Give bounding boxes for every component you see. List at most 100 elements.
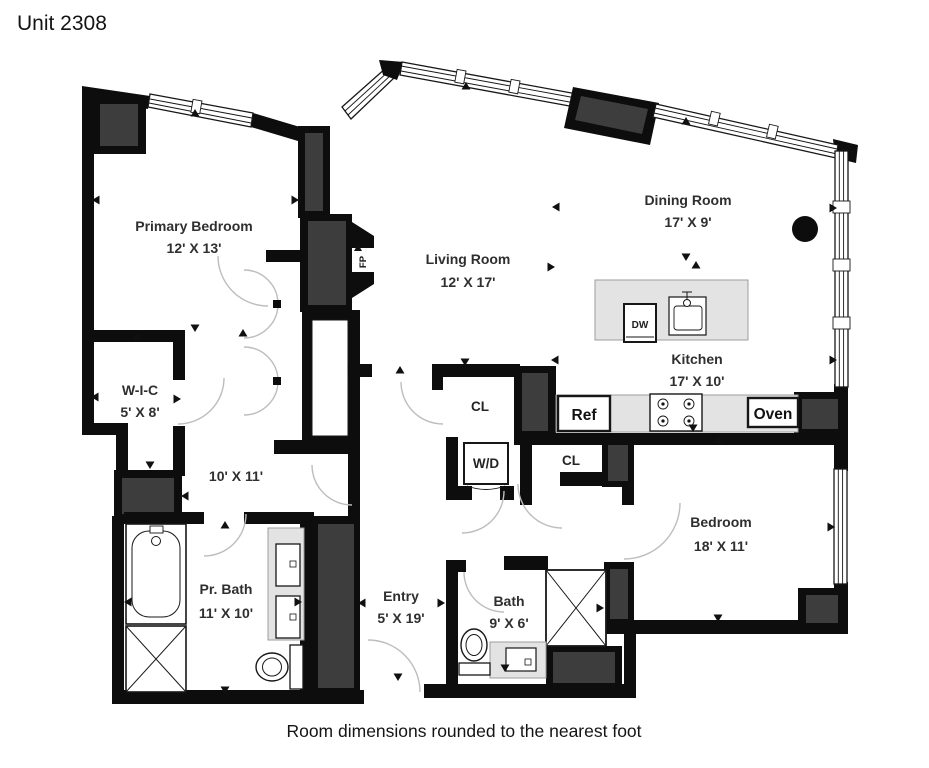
marker-icon: [181, 491, 189, 501]
door-bath: [463, 571, 505, 613]
block-kitchen-right-fill: [802, 399, 838, 429]
room-label-dining-room: Dining Room: [644, 192, 731, 208]
room-label-primary-bath: Pr. Bath: [200, 581, 253, 597]
bathtub-faucet-plate: [149, 525, 164, 534]
marker-icon: [132, 333, 142, 341]
marker-icon: [395, 366, 405, 374]
wall-kitchen-south: [514, 433, 848, 445]
room-dims-bath: 9' X 6': [489, 615, 528, 631]
block-cl1-right-fill: [522, 373, 548, 431]
marker-icon: [354, 244, 362, 251]
window-line: [400, 65, 577, 99]
marker-icon: [393, 673, 403, 681]
wall-stub-living: [348, 364, 372, 377]
wall-cl1-left: [432, 364, 443, 390]
wall-left-top: [82, 86, 150, 425]
island-faucet-spout: [682, 291, 692, 300]
marker-icon: [190, 324, 200, 332]
room-label-entry: Entry: [383, 588, 419, 604]
window-bedroom: [833, 468, 848, 585]
plan-caption: Room dimensions rounded to the nearest f…: [286, 721, 641, 741]
marker-icon: [596, 603, 604, 613]
wall-bedroom-left: [622, 487, 634, 505]
wall-prbath-top-right: [244, 512, 302, 524]
window-mullion: [832, 316, 851, 330]
room-dims-hall: 10' X 11': [209, 468, 263, 484]
room-label-living-room: Living Room: [426, 251, 511, 267]
window-mullion: [454, 68, 467, 85]
room-label-primary-bedroom: Primary Bedroom: [135, 218, 252, 234]
prbath-toilet-tank: [289, 644, 304, 690]
wall-bath-right: [624, 630, 636, 690]
fireplace-block-fill: [308, 221, 346, 305]
marker-icon: [551, 355, 559, 365]
unit-title: Unit 2308: [17, 12, 107, 35]
door-cl-living: [400, 381, 444, 425]
closet-door-handle: [273, 300, 281, 308]
marker-icon: [461, 82, 471, 90]
wall-apex: [379, 60, 404, 80]
door-closet-bifold-2: [243, 303, 279, 339]
window-mullion: [508, 78, 521, 95]
marker-icon: [190, 109, 200, 117]
marker-icon: [145, 461, 155, 469]
window-line: [400, 70, 576, 104]
prbath-shower-x: [125, 625, 187, 693]
closet-label-bedroom: CL: [562, 453, 580, 468]
marker-icon: [681, 117, 691, 125]
door-washer-dryer: [461, 490, 505, 534]
block-cl2-right-fill: [608, 441, 628, 481]
marker-icon: [173, 394, 181, 404]
wall-bedroom-bottom: [602, 620, 848, 634]
marker-icon: [713, 436, 723, 444]
dishwasher-box: [623, 303, 657, 343]
prbath-toilet-bowl: [255, 652, 289, 682]
marker-icon: [220, 521, 230, 529]
door-hall: [311, 464, 353, 506]
marker-icon: [460, 358, 470, 366]
wall-bath-top-mid: [504, 556, 548, 570]
marker-icon: [358, 598, 366, 608]
window-line: [654, 107, 838, 150]
marker-icon: [829, 355, 837, 365]
marker-icon: [500, 664, 510, 672]
wall-primary-door-stub: [266, 250, 304, 262]
wall-closet-bottom: [274, 440, 360, 454]
structure-block-top-left-fill: [100, 104, 138, 146]
room-dims-entry: 5' X 19': [377, 610, 424, 626]
wall-wic-top: [94, 330, 184, 342]
wall-wd-bottom-left: [446, 486, 472, 500]
column-upper-fill: [305, 133, 323, 211]
window-mullion: [832, 200, 851, 214]
block-bedroom-corner-fill: [806, 595, 838, 623]
door-closet-bifold-1: [243, 269, 279, 305]
closet-shaft-interior: [311, 319, 349, 437]
wall-angled-left: [251, 113, 300, 141]
doors: [177, 255, 681, 693]
wall-bath-top-left: [446, 560, 466, 572]
shaft-block-fill: [575, 96, 648, 134]
fixtures: [125, 279, 800, 693]
entry-left-block-fill: [318, 524, 354, 688]
bath-shower-x: [545, 569, 607, 647]
washer-dryer-front: [466, 485, 506, 490]
door-primary-bath: [203, 513, 247, 557]
wall-cl1-top: [432, 364, 520, 377]
marker-icon: [294, 597, 302, 607]
wall-prbath-top-left: [124, 512, 204, 524]
marker-icon: [291, 195, 299, 205]
door-bedroom: [623, 502, 681, 560]
fireplace-label: FP: [358, 255, 369, 268]
room-dims-dining-room: 17' X 9': [664, 214, 711, 230]
marker-icon: [713, 614, 723, 622]
room-dims-wic: 5' X 8': [120, 404, 159, 420]
prbath-toilet-seat: [262, 657, 282, 677]
window-line: [653, 112, 838, 155]
window-mullion: [832, 258, 851, 272]
marker-icon: [92, 195, 100, 205]
refrigerator-box: [556, 394, 612, 433]
marker-icon: [91, 392, 99, 402]
door-closet-bifold-3: [243, 346, 279, 382]
marker-icon: [124, 597, 132, 607]
